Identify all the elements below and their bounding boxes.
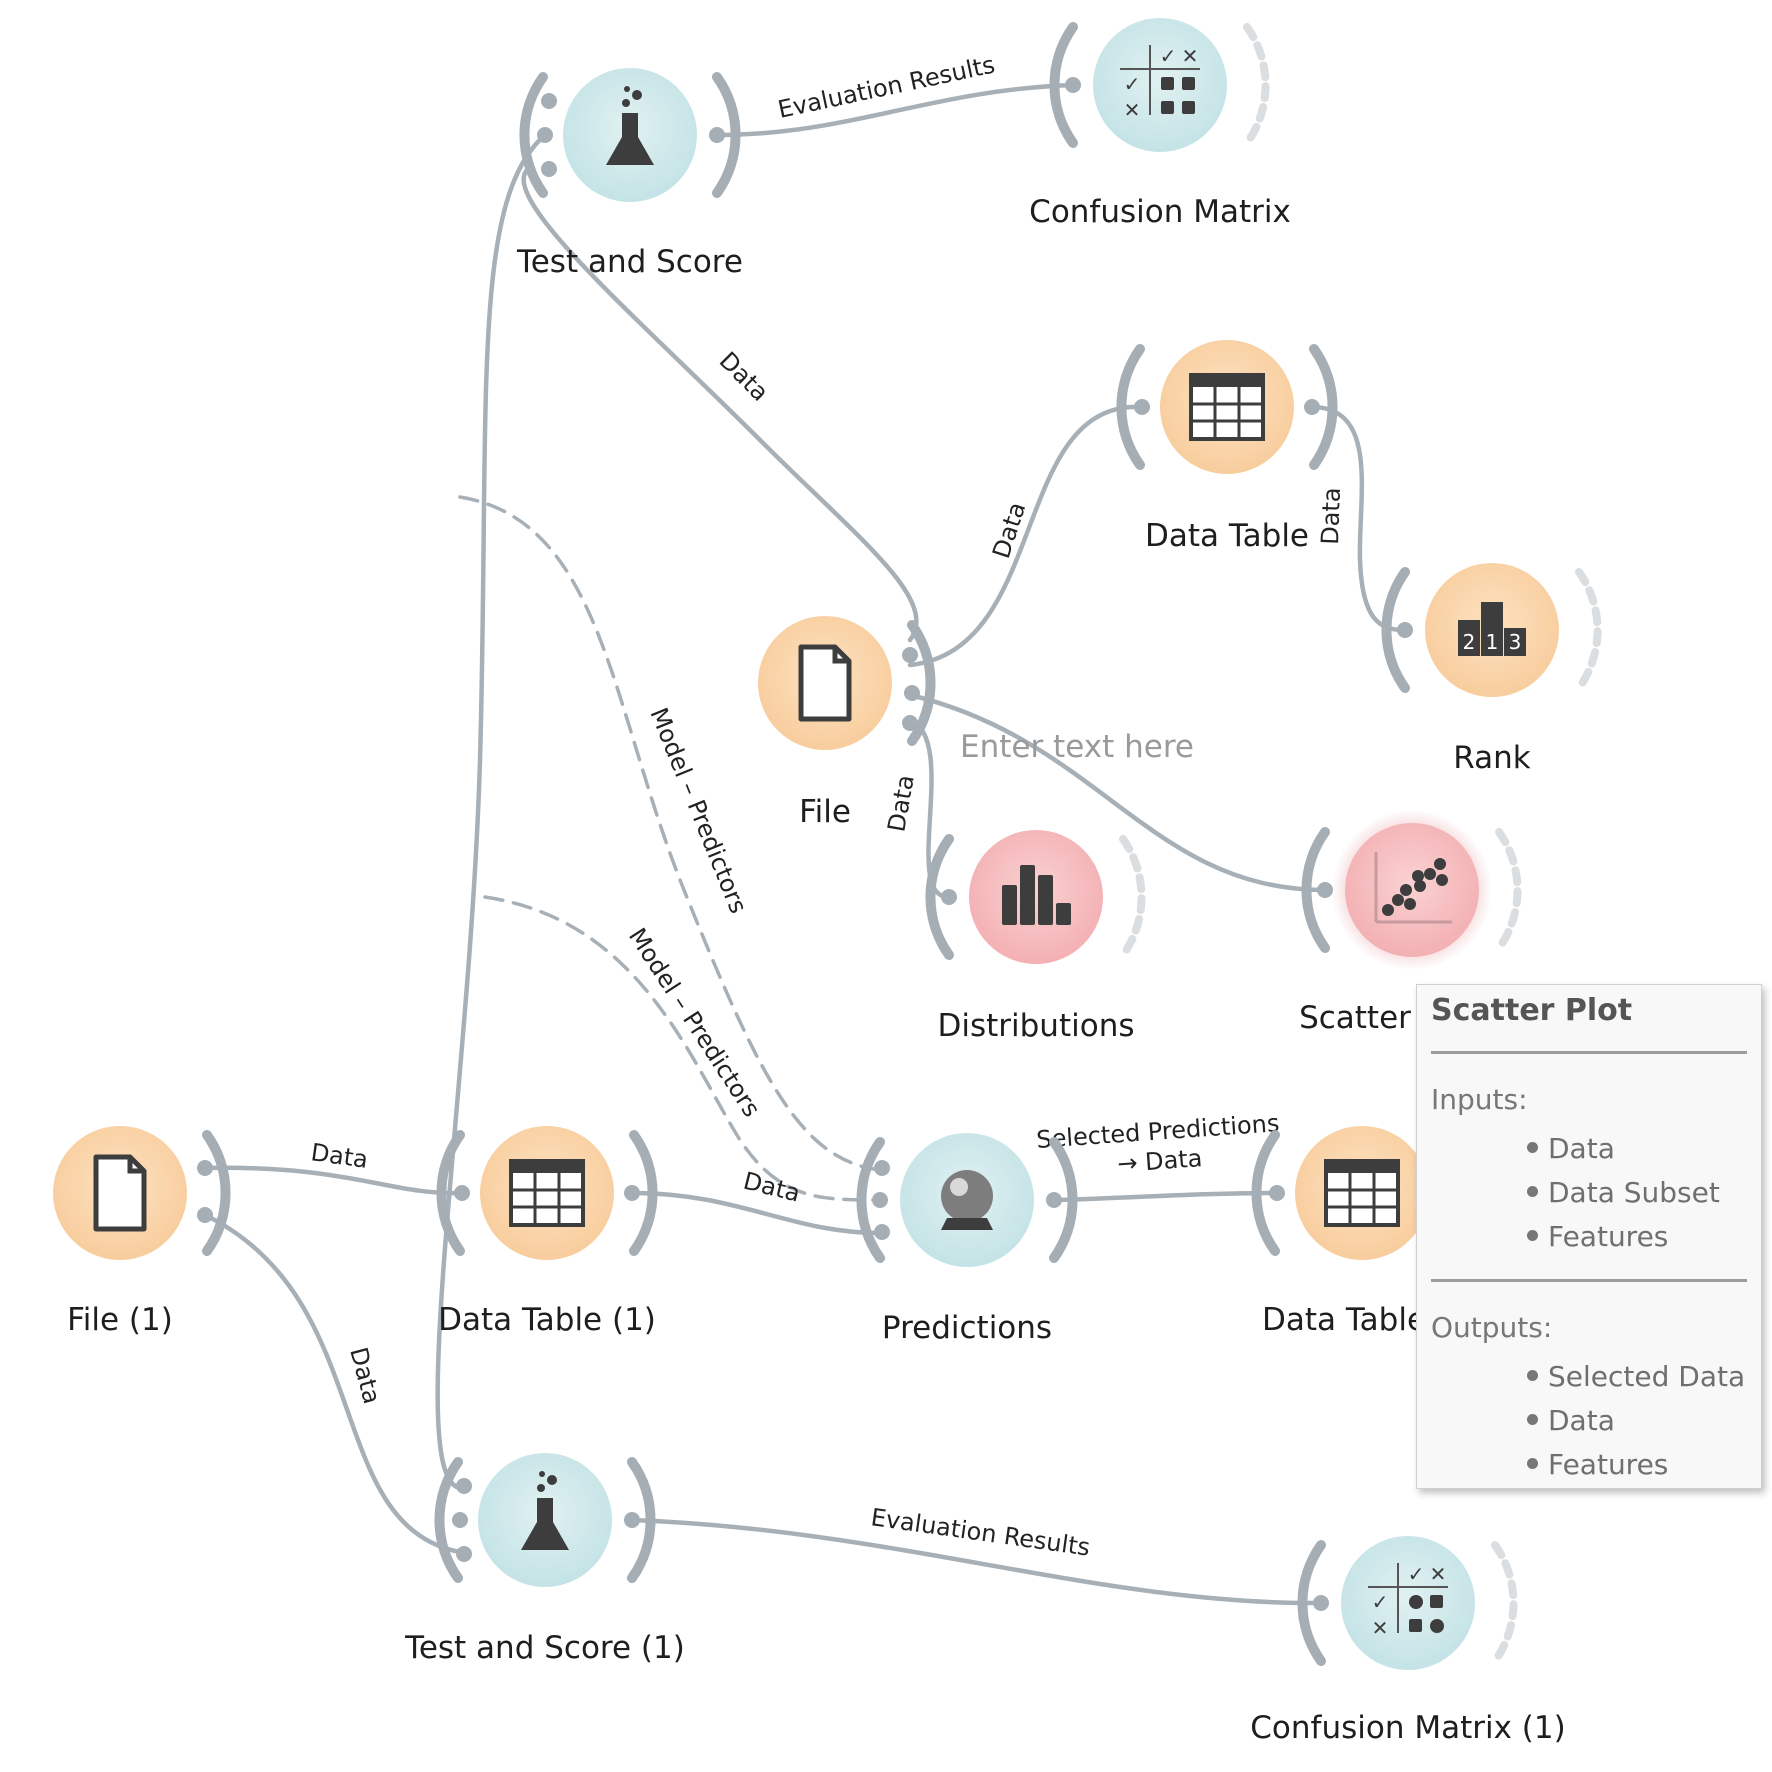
table-icon — [509, 1159, 585, 1227]
bullet-icon — [1527, 1413, 1538, 1425]
link-model-2[interactable] — [483, 895, 882, 1202]
tooltip-output-item: Selected Data — [1527, 1355, 1745, 1399]
node-predictions[interactable] — [856, 1133, 1078, 1267]
scatter-plot-tooltip: Scatter Plot Inputs: Data Data Subset Fe… — [1416, 984, 1762, 1489]
node-rank[interactable]: 2 1 3 — [1381, 563, 1602, 697]
flask-icon — [521, 1471, 569, 1550]
crystal-ball-icon — [941, 1170, 993, 1230]
node-label-file-1: File (1) — [67, 1302, 173, 1338]
node-label-test-and-score: Test and Score — [516, 244, 743, 280]
links — [202, 82, 1407, 1606]
tooltip-divider — [1431, 1279, 1747, 1282]
link-file-scatter[interactable] — [907, 692, 1328, 893]
node-confusion-matrix-1[interactable]: ✓ ✕ ✓ ✕ — [1297, 1536, 1518, 1670]
tooltip-divider — [1431, 1051, 1747, 1054]
link-label-pred-out-2: → Data — [1116, 1144, 1203, 1178]
link-label-model-2: Model – Predictors — [623, 923, 766, 1122]
link-predictions-datatable2[interactable] — [1054, 1190, 1283, 1203]
link-file1-test1[interactable] — [202, 1212, 468, 1556]
node-label-distributions: Distributions — [937, 1008, 1134, 1044]
svg-text:✓: ✓ — [1408, 1562, 1425, 1586]
bullet-icon — [1527, 1185, 1538, 1197]
node-label-confusion-matrix: Confusion Matrix — [1029, 194, 1291, 230]
link-file-test[interactable] — [521, 167, 919, 643]
bullet-icon — [1527, 1369, 1538, 1381]
link-file-datatable[interactable] — [907, 404, 1145, 668]
link-label-data-table1-pred: Data — [741, 1167, 803, 1208]
link-file1-test[interactable] — [435, 132, 548, 1491]
node-label-predictions: Predictions — [882, 1310, 1052, 1346]
svg-text:✓: ✓ — [1160, 44, 1177, 68]
svg-text:✕: ✕ — [1372, 1616, 1389, 1640]
podium-icon: 2 1 3 — [1458, 602, 1526, 656]
bullet-icon — [1527, 1229, 1538, 1241]
svg-text:✕: ✕ — [1430, 1562, 1447, 1586]
svg-text:✓: ✓ — [1124, 72, 1141, 96]
svg-text:3: 3 — [1509, 630, 1522, 654]
link-label-data-table-rank: Data — [1316, 487, 1346, 545]
svg-text:1: 1 — [1486, 630, 1499, 654]
node-confusion-matrix[interactable]: ✓ ✕ ✓ ✕ — [1049, 18, 1270, 152]
node-test-and-score[interactable] — [519, 68, 741, 202]
confusion-matrix-icon: ✓ ✕ ✓ ✕ — [1368, 1562, 1448, 1640]
link-label-data-file1-table1: Data — [309, 1138, 370, 1174]
link-label-data-file-dist: Data — [882, 773, 920, 834]
node-file-1[interactable] — [53, 1126, 231, 1260]
node-label-scatter: Scatter — [1299, 1000, 1411, 1036]
tooltip-input-item: Data Subset — [1527, 1171, 1720, 1215]
link-model-1[interactable] — [458, 495, 882, 1172]
node-data-table-1[interactable] — [436, 1126, 658, 1260]
svg-text:2: 2 — [1463, 630, 1476, 654]
svg-text:✕: ✕ — [1124, 98, 1141, 122]
node-distributions[interactable] — [925, 830, 1146, 964]
link-datatable1-predictions[interactable] — [629, 1190, 883, 1236]
node-data-table[interactable] — [1116, 340, 1338, 474]
link-test-confusion[interactable] — [714, 82, 1076, 138]
node-file[interactable] — [758, 616, 936, 750]
link-label-data-file1-test1: Data — [344, 1344, 386, 1407]
svg-text:✓: ✓ — [1372, 1590, 1389, 1614]
node-label-data-table: Data Table — [1145, 518, 1309, 554]
bullet-icon — [1527, 1457, 1538, 1469]
tooltip-output-item: Data — [1527, 1399, 1745, 1443]
tooltip-title: Scatter Plot — [1431, 993, 1633, 1028]
scatter-plot-icon — [1374, 852, 1452, 924]
link-label-eval-bottom: Evaluation Results — [869, 1503, 1092, 1561]
histogram-icon — [1002, 865, 1071, 925]
node-test-and-score-1[interactable] — [434, 1453, 656, 1587]
tooltip-input-item: Features — [1527, 1215, 1720, 1259]
link-label-data-file-test: Data — [714, 346, 774, 406]
node-label-data-table-2: Data Table — [1262, 1302, 1426, 1338]
link-file1-datatable1[interactable] — [202, 1165, 463, 1196]
confusion-matrix-icon: ✓ ✕ ✓ ✕ — [1120, 44, 1200, 122]
annotation-placeholder[interactable]: Enter text here — [960, 729, 1194, 765]
flask-icon — [606, 86, 654, 165]
tooltip-outputs-heading: Outputs: — [1431, 1311, 1553, 1344]
tooltip-output-item: Features — [1527, 1443, 1745, 1487]
tooltip-input-item: Data — [1527, 1127, 1720, 1171]
tooltip-inputs-heading: Inputs: — [1431, 1083, 1528, 1116]
link-label-data-file-table: Data — [987, 499, 1031, 562]
link-file-distributions[interactable] — [907, 717, 953, 900]
table-icon — [1189, 373, 1265, 441]
tooltip-inputs-list: Data Data Subset Features — [1527, 1127, 1720, 1259]
svg-text:✕: ✕ — [1182, 44, 1199, 68]
table-icon — [1324, 1159, 1400, 1227]
link-test1-confusion1[interactable] — [629, 1517, 1325, 1606]
node-label-rank: Rank — [1453, 740, 1531, 776]
link-label-model-1: Model – Predictors — [644, 704, 752, 918]
node-label-file: File — [799, 794, 851, 830]
link-datatable-rank[interactable] — [1309, 404, 1407, 633]
tooltip-outputs-list: Selected Data Data Features — [1527, 1355, 1745, 1487]
node-data-table-2[interactable] — [1251, 1126, 1429, 1260]
node-label-test-and-score-1: Test and Score (1) — [404, 1630, 685, 1666]
node-label-data-table-1: Data Table (1) — [438, 1302, 656, 1338]
file-icon — [93, 1154, 147, 1232]
file-icon — [798, 644, 852, 722]
node-scatter[interactable] — [1301, 810, 1522, 970]
node-label-confusion-matrix-1: Confusion Matrix (1) — [1250, 1710, 1565, 1746]
bullet-icon — [1527, 1141, 1538, 1153]
